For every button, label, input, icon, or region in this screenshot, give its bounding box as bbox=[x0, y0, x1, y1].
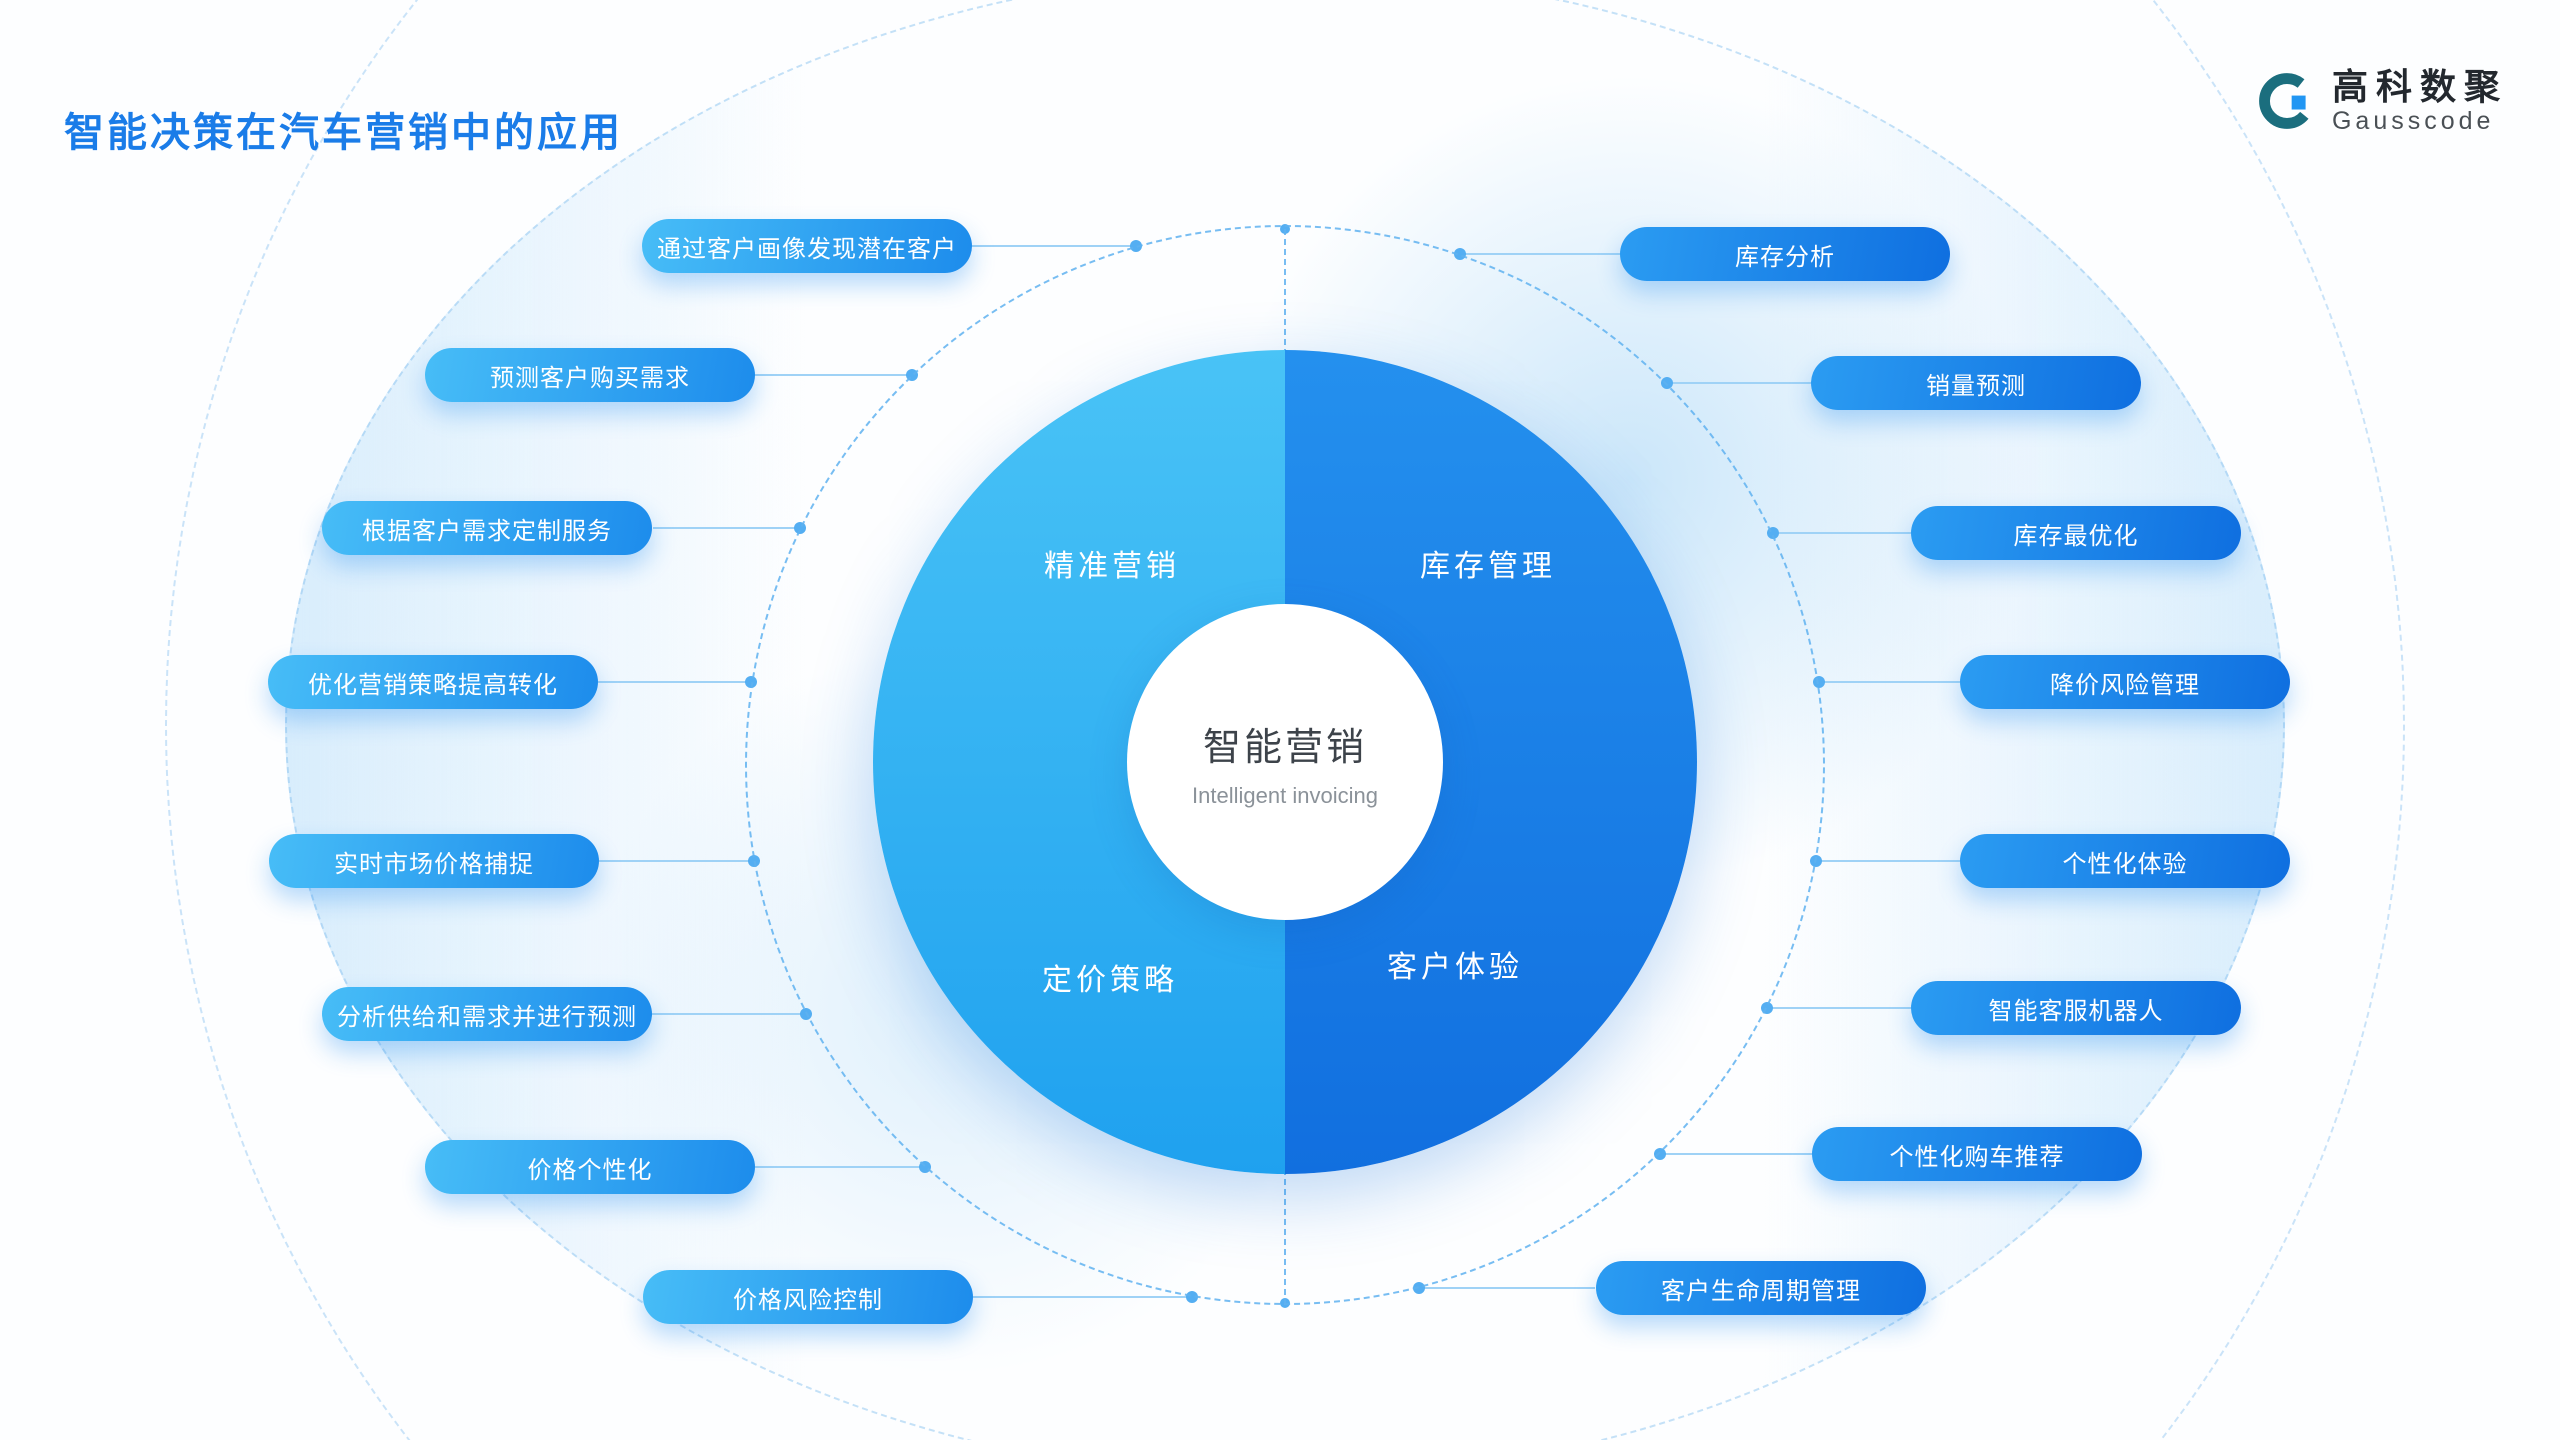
feature-pill-left-7: 价格个性化 bbox=[425, 1140, 755, 1194]
background-dashed-ellipse-outer bbox=[165, 0, 2405, 1440]
feature-pill-left-6: 分析供给和需求并进行预测 bbox=[322, 987, 652, 1041]
quadrant-customer-experience: 客户体验 bbox=[1387, 951, 1523, 984]
feature-pill-right-7: 个性化购车推荐 bbox=[1812, 1127, 2142, 1181]
logo-subtitle: Gausscode bbox=[2331, 107, 2495, 136]
feature-pill-left-1: 通过客户画像发现潜在客户 bbox=[642, 219, 972, 273]
feature-pill-right-4: 降价风险管理 bbox=[1960, 655, 2290, 709]
logo-name: 高科数聚 bbox=[2331, 66, 2508, 107]
gausscode-logo-icon bbox=[2256, 70, 2318, 132]
quadrant-precision-marketing: 精准营销 bbox=[1044, 550, 1180, 583]
feature-pill-left-5: 实时市场价格捕捉 bbox=[269, 834, 599, 888]
feature-pill-left-4: 优化营销策略提高转化 bbox=[268, 655, 598, 709]
feature-pill-right-1: 库存分析 bbox=[1620, 227, 1950, 281]
feature-pill-right-8: 客户生命周期管理 bbox=[1596, 1261, 1926, 1315]
feature-pill-right-6: 智能客服机器人 bbox=[1911, 981, 2241, 1035]
feature-pill-right-5: 个性化体验 bbox=[1960, 834, 2290, 888]
gausscode-logo: 高科数聚 Gausscode bbox=[2256, 66, 2508, 136]
feature-pill-right-2: 销量预测 bbox=[1811, 356, 2141, 410]
logo-text: 高科数聚 Gausscode bbox=[2332, 66, 2508, 136]
quadrant-pricing-strategy: 定价策略 bbox=[1042, 964, 1178, 997]
feature-pill-left-2: 预测客户购买需求 bbox=[425, 348, 755, 402]
center-hub-subtitle: Intelligent invoicing bbox=[1192, 782, 1378, 808]
center-hub: 智能营销 Intelligent invoicing bbox=[1127, 604, 1443, 920]
feature-pill-right-3: 库存最优化 bbox=[1911, 506, 2241, 560]
page-title: 智能决策在汽车营销中的应用 bbox=[64, 111, 623, 155]
feature-pill-left-3: 根据客户需求定制服务 bbox=[322, 501, 652, 555]
feature-pill-left-8: 价格风险控制 bbox=[643, 1270, 973, 1324]
quadrant-inventory-management: 库存管理 bbox=[1420, 550, 1556, 583]
center-hub-title: 智能营销 bbox=[1202, 726, 1367, 769]
